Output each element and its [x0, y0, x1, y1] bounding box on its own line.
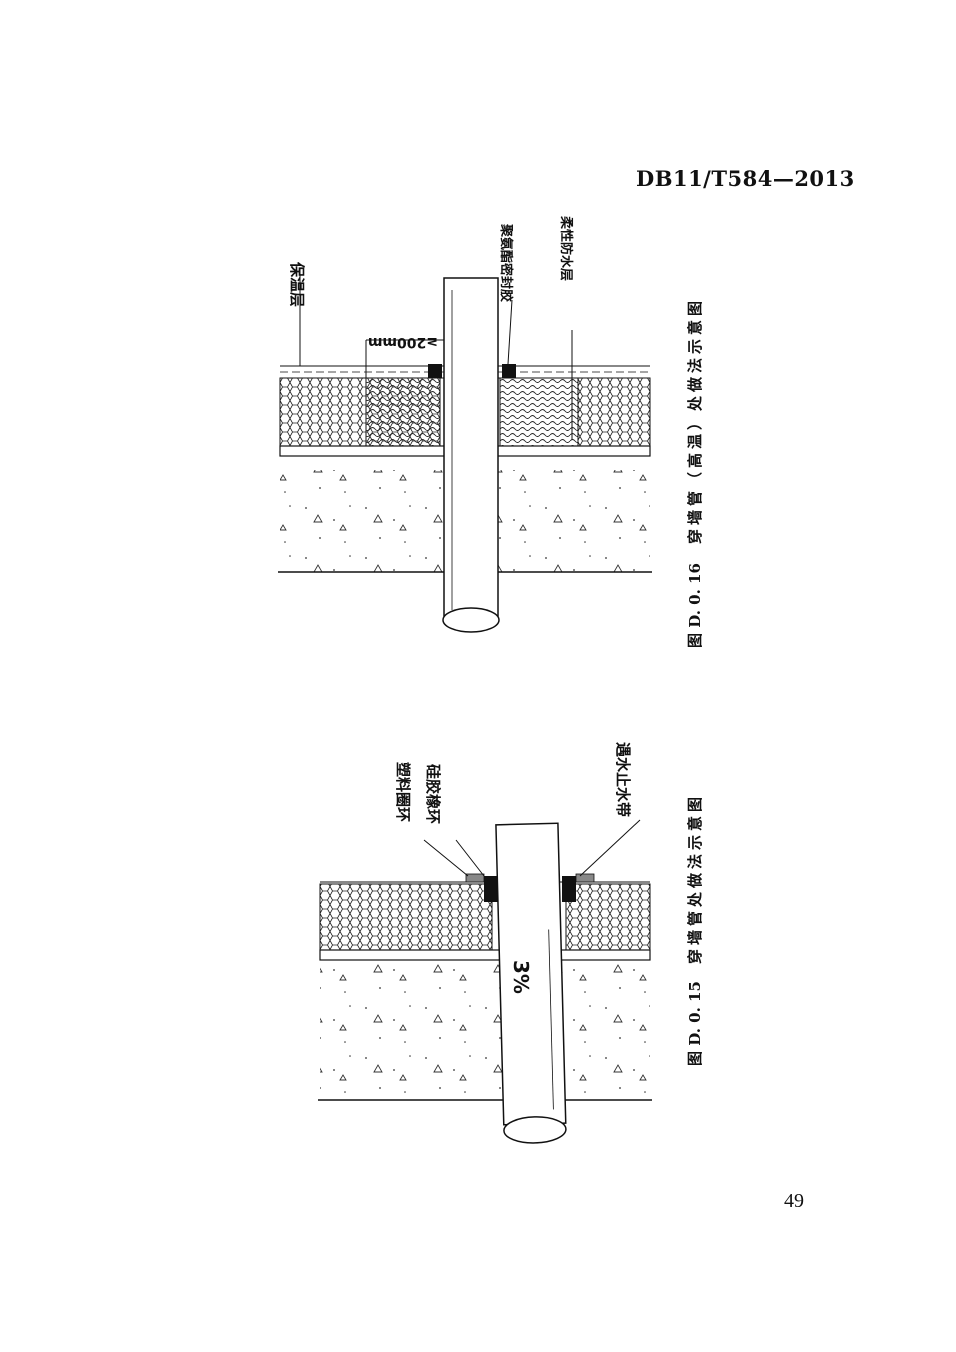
flexible-layer-left — [365, 377, 441, 447]
insulation-layer-right — [577, 377, 651, 447]
membrane-layer-bottom — [319, 949, 651, 961]
figure-bottom-drawing — [318, 819, 652, 1144]
waterstop-right — [562, 876, 576, 902]
waterstop-left — [484, 876, 498, 902]
figure-top-drawing — [278, 268, 652, 633]
label-dimension: ≥200mm — [368, 334, 438, 350]
sealant-block-left — [428, 364, 442, 378]
insulation-bottom-left — [319, 883, 493, 951]
caption-bottom-title: 穿墙管处做法示意图 — [686, 793, 704, 964]
caption-top-title: 穿墙管（高温）处做法示意图 — [686, 297, 704, 544]
document-code: DB11/T584—2013 — [636, 166, 855, 191]
insulation-bottom-right — [565, 883, 651, 951]
label-sealant: 聚氨酯密封胶 — [498, 223, 514, 302]
label-flexible: 柔性防水层 — [558, 215, 574, 281]
concrete-wall-bottom — [320, 962, 650, 1100]
label-slope: 3% — [509, 960, 533, 994]
label-rubber-ring: 硅胶橡环 — [424, 764, 442, 824]
label-waterstop: 遇水止水带 — [614, 742, 632, 817]
label-insulation: 保温层 — [288, 261, 306, 307]
flexible-layer-right — [499, 377, 579, 447]
caption-top-number: 图 D. 0. 16 — [686, 563, 704, 648]
label-plastic-ring: 塑料圈环 — [394, 762, 412, 822]
caption-bottom-number: 图 D. 0. 15 — [686, 981, 704, 1066]
page-number: 49 — [784, 1190, 804, 1212]
sealant-block-right — [502, 364, 516, 378]
